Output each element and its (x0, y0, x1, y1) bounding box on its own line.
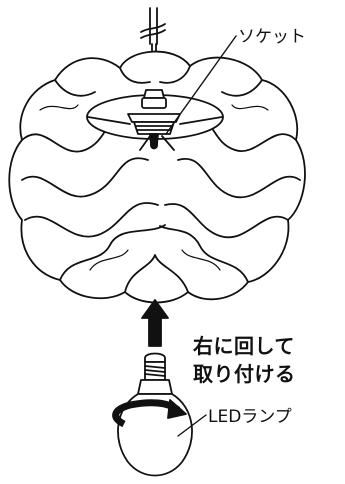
lamp-shade (8, 50, 306, 304)
bulb-leader-line (177, 414, 207, 437)
instruction-line-2: 取り付ける (193, 362, 296, 386)
bulb-label: LEDランプ (208, 407, 292, 427)
rotation-arrow (112, 399, 187, 428)
instruction-line-1: 右に回して (193, 334, 295, 358)
socket-leader-line (165, 35, 237, 135)
install-up-arrow (141, 299, 169, 347)
socket (127, 89, 181, 150)
socket-label: ソケット (238, 27, 306, 47)
